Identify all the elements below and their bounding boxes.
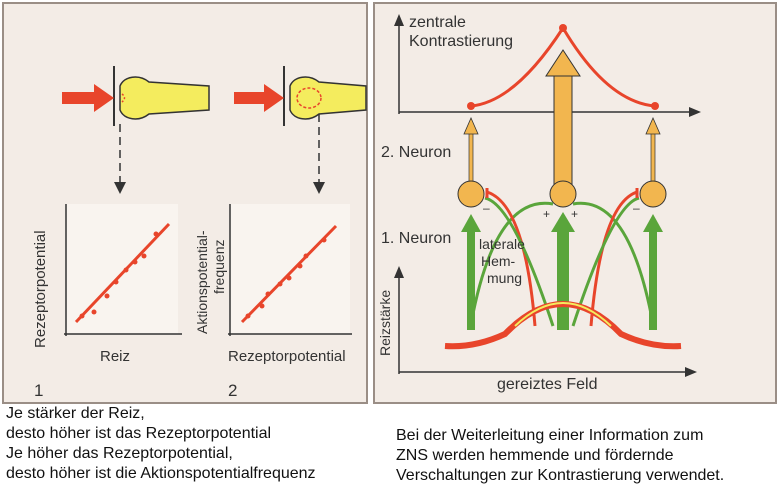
graph-1-line [74, 222, 171, 324]
svg-text:+: + [543, 207, 550, 221]
caption-left-line2: desto höher ist das Rezeptorpotential [6, 425, 272, 442]
contrast-point-center [559, 24, 567, 32]
top-label-line1: zentrale [409, 14, 466, 31]
central-output-arrow [545, 49, 581, 187]
graph-1-y-label: Rezeptorpotential [32, 230, 49, 348]
neuron-left [457, 180, 485, 208]
down-arrow-2 [313, 182, 325, 194]
stimulus-curve [444, 301, 682, 350]
graph-2-y-label-line2: frequenz [211, 239, 227, 294]
svg-text:–: – [483, 201, 490, 215]
lateral-connections [469, 190, 655, 327]
graph-2-y-label-line1: Aktionspotential- [194, 230, 210, 334]
graph-2-number: 2 [228, 381, 238, 400]
graph-1 [64, 204, 182, 336]
caption-right-line1: Bei der Weiterleitung einer Information … [396, 427, 704, 444]
right-output-arrow [645, 117, 661, 183]
right-panel-graphics: – + + – [394, 14, 701, 377]
input-arrow-center [551, 212, 575, 330]
graph-1-x-label: Reiz [100, 348, 131, 365]
left-output-arrow [463, 117, 479, 183]
stimulus-x-label: gereiztes Feld [497, 376, 598, 393]
receptor-cell-2 [283, 66, 367, 126]
contrast-axes [394, 14, 701, 117]
synapse-signs: – + + – [483, 201, 640, 221]
svg-text:+: + [571, 207, 578, 221]
right-panel: – + + – zentrale Kontrastierung [373, 2, 777, 404]
contrast-point-left [467, 102, 475, 110]
neuron-center [549, 180, 577, 208]
lateral-label-line1: laterale [479, 236, 525, 252]
input-arrow-right [643, 214, 663, 330]
stimulus-arrow-2 [234, 84, 284, 112]
caption-left-line1: Je stärker der Reiz, [6, 405, 145, 422]
neuron2-label: 2. Neuron [381, 144, 452, 161]
stimulus-arrow-1 [62, 84, 114, 112]
neuron1-label: 1. Neuron [381, 230, 452, 247]
top-label-line2: Kontrastierung [409, 33, 514, 50]
receptor-cell-1 [113, 66, 210, 126]
stimulus-curve-highlight [514, 302, 612, 327]
contrast-point-right [651, 102, 659, 110]
down-arrow-1 [114, 182, 126, 194]
graph-1-number: 1 [34, 381, 44, 400]
left-panel: Rezeptorpotential Reiz 1 Aktionspotentia… [2, 2, 368, 404]
neuron-right [639, 180, 667, 208]
caption-left-line3: Je höher das Rezeptorpotential, [6, 445, 233, 462]
caption-right-line3: Verschaltungen zur Kontrastierung verwen… [396, 467, 725, 484]
graph-2-x-label: Rezeptorpotential [228, 348, 346, 365]
caption-right-line2: ZNS werden hemmende und fördernde [396, 447, 674, 464]
svg-text:–: – [633, 201, 640, 215]
stimulus-y-label: Reizstärke [377, 289, 393, 356]
stimulus-axes [394, 266, 697, 377]
graph-2 [228, 204, 352, 336]
input-arrow-left [461, 214, 481, 330]
lateral-label-line3: mung [487, 270, 523, 286]
graph-2-line [240, 224, 338, 324]
left-panel-graphics [62, 66, 367, 336]
caption-left-line4: desto höher ist die Aktionspotentialfreq… [6, 465, 316, 482]
lateral-label-line2: Hem- [481, 253, 516, 269]
